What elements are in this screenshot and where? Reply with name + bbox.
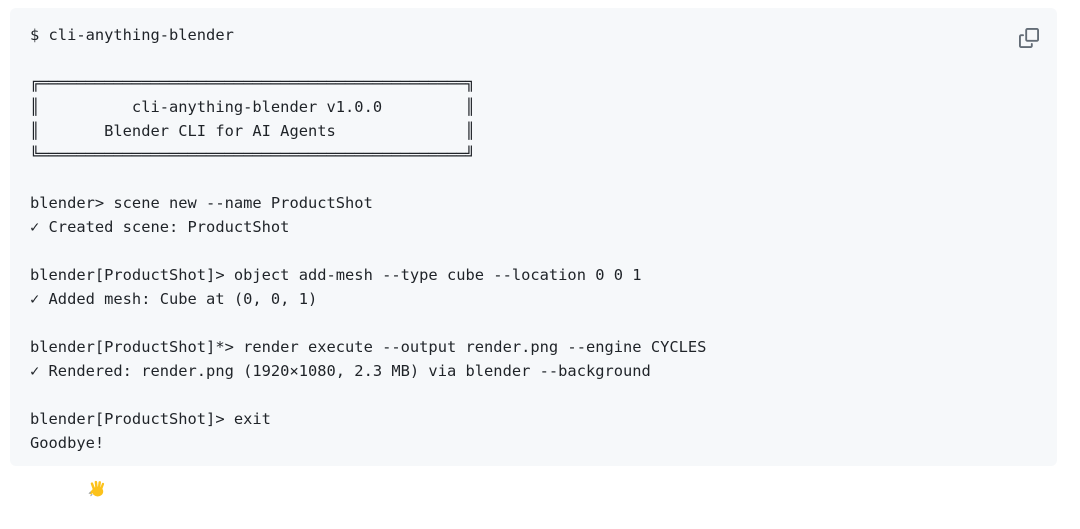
terminal-line-text: ✓ Added mesh: Cube at (0, 0, 1) — [30, 290, 318, 308]
terminal-line-text: blender[ProductShot]*> render execute --… — [30, 338, 707, 356]
terminal-line-text: $ cli-anything-blender — [30, 26, 234, 44]
terminal-line-banner: ║ cli-anything-blender v1.0.0 ║ — [30, 95, 1037, 119]
terminal-line-text: Goodbye! — [30, 434, 105, 452]
terminal-line-command: blender[ProductShot]> object add-mesh --… — [30, 263, 1037, 287]
terminal-line-command: blender> scene new --name ProductShot — [30, 191, 1037, 215]
terminal-line-text: ╚═══════════════════════════════════════… — [30, 146, 475, 164]
terminal-line-text — [30, 386, 39, 404]
terminal-line-command: blender[ProductShot]> exit — [30, 407, 1037, 431]
terminal-line-command: blender[ProductShot]*> render execute --… — [30, 335, 1037, 359]
copy-button[interactable] — [1015, 24, 1043, 52]
terminal-line-text — [30, 170, 39, 188]
terminal-line-text: blender[ProductShot]> object add-mesh --… — [30, 266, 642, 284]
terminal-line-blank — [30, 311, 1037, 335]
waving-hand-icon — [51, 455, 107, 529]
terminal-line-output: ✓ Added mesh: Cube at (0, 0, 1) — [30, 287, 1037, 311]
terminal-line-command: $ cli-anything-blender — [30, 23, 1037, 47]
terminal-line-blank — [30, 239, 1037, 263]
terminal-line-text — [30, 242, 39, 260]
terminal-line-text: blender[ProductShot]> exit — [30, 410, 271, 428]
terminal-line-banner: ║ Blender CLI for AI Agents ║ — [30, 119, 1037, 143]
terminal-line-blank — [30, 383, 1037, 407]
terminal-line-text: ╔═══════════════════════════════════════… — [30, 74, 475, 92]
terminal-line-banner: ╚═══════════════════════════════════════… — [30, 143, 1037, 167]
copy-icon — [1019, 28, 1039, 48]
terminal-lines: $ cli-anything-blender ╔════════════════… — [30, 23, 1037, 529]
terminal-line-blank — [30, 47, 1037, 71]
terminal-line-text: ║ cli-anything-blender v1.0.0 ║ — [30, 98, 475, 116]
terminal-line-text — [30, 314, 39, 332]
terminal-block: $ cli-anything-blender ╔════════════════… — [10, 8, 1057, 497]
terminal-line-banner: ╔═══════════════════════════════════════… — [30, 71, 1037, 95]
terminal-line-text — [30, 50, 39, 68]
terminal-line-blank — [30, 167, 1037, 191]
terminal-line-output: Goodbye! — [30, 431, 1037, 529]
terminal-line-output: ✓ Rendered: render.png (1920×1080, 2.3 M… — [30, 359, 1037, 383]
terminal-line-text: ✓ Created scene: ProductShot — [30, 218, 290, 236]
terminal-line-output: ✓ Created scene: ProductShot — [30, 215, 1037, 239]
terminal-line-text: ║ Blender CLI for AI Agents ║ — [30, 122, 475, 140]
terminal-line-text: ✓ Rendered: render.png (1920×1080, 2.3 M… — [30, 362, 651, 380]
terminal-line-text: blender> scene new --name ProductShot — [30, 194, 373, 212]
